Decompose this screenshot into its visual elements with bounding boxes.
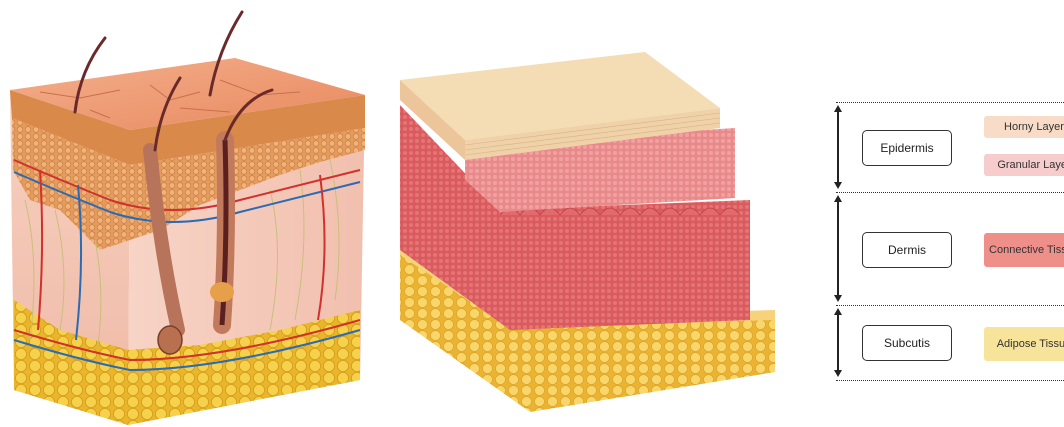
dermis-label: Dermis (888, 243, 926, 257)
divider-line (836, 380, 1064, 381)
granular-layer-label: Granular Layer (997, 159, 1064, 171)
epidermis-range-arrow (834, 105, 842, 189)
subcutis-label-box: Subcutis (862, 325, 952, 361)
skin-cube-illustration (0, 0, 380, 427)
adipose-tissue-tag: Adipose Tissue (984, 327, 1064, 361)
dermis-range-arrow (834, 195, 842, 302)
epidermis-label-box: Epidermis (862, 130, 952, 166)
divider-line (836, 305, 1064, 306)
divider-line (836, 192, 1064, 193)
subcutis-label: Subcutis (884, 336, 930, 350)
granular-layer-tag: Granular Layer (984, 154, 1064, 176)
dermis-label-box: Dermis (862, 232, 952, 268)
subcutis-range-arrow (834, 308, 842, 377)
horny-layer-label: Horny Layer (1004, 121, 1064, 133)
horny-layer-tag: Horny Layer (984, 116, 1064, 138)
adipose-tissue-label: Adipose Tissue (997, 338, 1064, 350)
connective-tissue-label: Connective Tissue (989, 244, 1064, 256)
epidermis-label: Epidermis (880, 141, 933, 155)
connective-tissue-tag: Connective Tissue (984, 233, 1064, 267)
layered-skin-block-illustration (390, 0, 790, 427)
skin-layers-legend: Epidermis Dermis Subcutis Horny Layer Gr… (820, 95, 1064, 390)
divider-line (836, 102, 1064, 103)
